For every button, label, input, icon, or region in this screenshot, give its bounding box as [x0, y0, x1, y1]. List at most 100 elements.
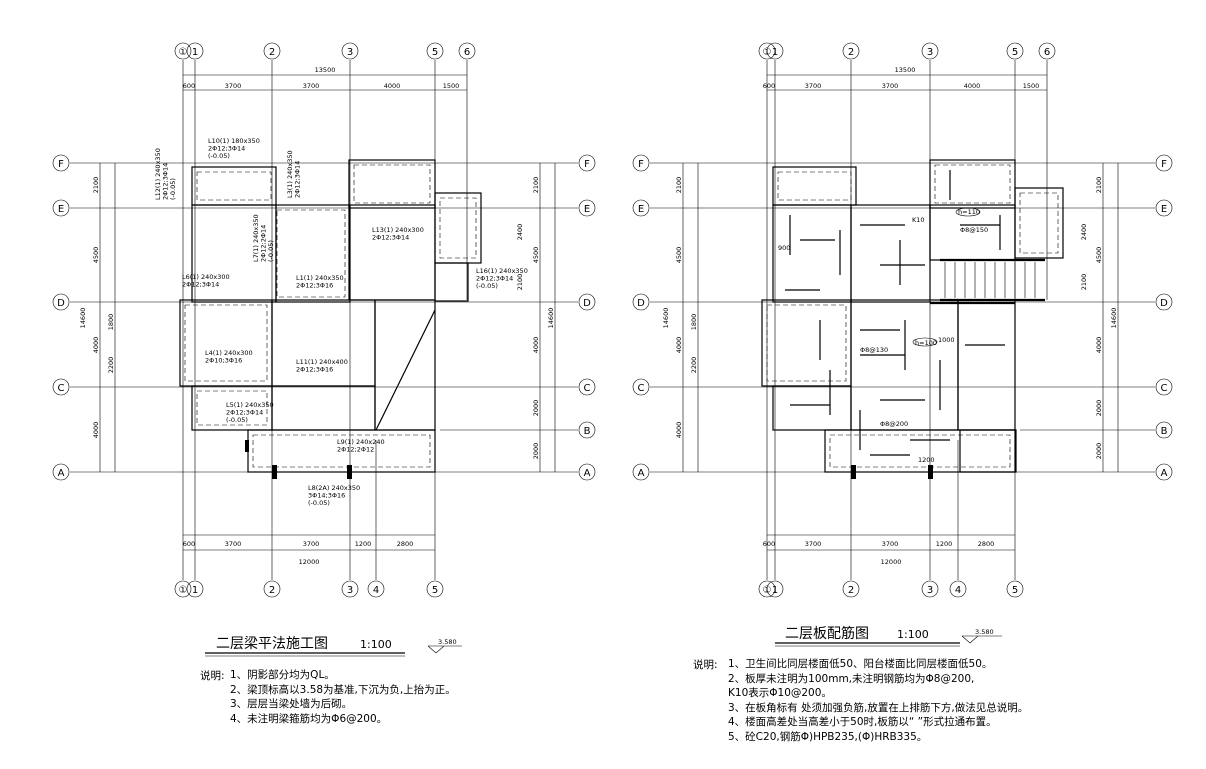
notes-right: 1、卫生间比同层楼面低50、阳台楼面比同层楼面低50。 2、板厚未注明为100m… [728, 657, 1028, 744]
axis-label: 1 [772, 47, 778, 58]
dim-text: 600 [183, 540, 195, 548]
dim-text: 2800 [978, 540, 995, 548]
slab-label: h=110 [958, 208, 980, 216]
dim-text: 2100 [92, 177, 100, 194]
slab-label: Φ8@200 [880, 420, 908, 428]
dim-text: 1200 [355, 540, 372, 548]
dim-text: 3700 [882, 540, 899, 548]
dim-total: 14600 [1110, 308, 1118, 329]
dim-text: 4000 [92, 422, 100, 439]
dim-text: 2100 [1095, 177, 1103, 194]
svg-text:①: ① [179, 47, 188, 58]
dim-text: 4500 [532, 247, 540, 264]
dim-total: 12000 [881, 558, 902, 566]
axis-label: D [57, 298, 65, 309]
dim-text: 2100 [532, 177, 540, 194]
beam-plan-left: ① 1 2 3 5 6 ① 1 2 3 4 5 F E D C A F E D … [52, 42, 596, 657]
dim-text: 4000 [532, 337, 540, 354]
dim-text: 2100 [675, 177, 683, 194]
dim-text: 2400 [516, 224, 524, 241]
dim-text: 600 [763, 82, 775, 90]
dim-text: 4000 [1095, 337, 1103, 354]
drawing-title: 二层板配筋图 [785, 625, 869, 642]
slab-label: 1200 [918, 456, 935, 464]
axis-label: C [638, 383, 645, 394]
dim-text: 2000 [532, 443, 540, 460]
axis-label: 2 [848, 585, 854, 596]
axis-label: 6 [464, 47, 470, 58]
axis-label: E [638, 204, 644, 215]
axis-label: 1 [192, 47, 198, 58]
note-line: 3、在板角标有 处须加强负筋,放置在上排筋下方,做法见总说明。 [728, 701, 1029, 714]
elevation-mark: 3.580 [975, 628, 994, 636]
dim-text: 1500 [443, 82, 460, 90]
slab-label: K10 [912, 216, 925, 224]
axis-label: F [638, 159, 644, 170]
dim-text: 2100 [1080, 274, 1088, 291]
axis-label: 2 [848, 47, 854, 58]
dim-text: 3700 [805, 540, 822, 548]
dim-total: 12000 [299, 558, 320, 566]
axis-label: 5 [432, 47, 438, 58]
axis-label: 3 [347, 585, 353, 596]
axis-label: A [584, 468, 591, 479]
axis-label: 6 [1044, 47, 1050, 58]
axis-label: D [1160, 298, 1168, 309]
axis-label: 2 [269, 47, 275, 58]
axis-label: D [583, 298, 591, 309]
axis-label: A [58, 468, 65, 479]
dim-text: 4500 [1095, 247, 1103, 264]
note-line: K10表示Φ10@200。 [728, 687, 832, 699]
svg-text:①: ① [179, 585, 188, 596]
dim-text: 1500 [1023, 82, 1040, 90]
axis-label: 1 [772, 585, 778, 596]
note-line: 4、楼面高差处当高差小于50时,板筋以“ ”形式拉通布置。 [728, 716, 997, 728]
slab-label: 1000 [938, 336, 955, 344]
note-line: 5、砼C20,钢筋Φ)HPB235,(Φ)HRB335。 [728, 730, 928, 743]
note-line: 4、未注明梁箍筋均为Φ6@200。 [230, 712, 388, 725]
axis-label: A [638, 468, 645, 479]
dim-text: 2000 [1095, 443, 1103, 460]
dim-total: 13500 [315, 66, 336, 74]
axis-label: 3 [347, 47, 353, 58]
dim-text: 600 [763, 540, 775, 548]
dim-text: 2200 [107, 357, 115, 374]
slab-label: h=100 [915, 339, 937, 347]
dim-text: 2400 [1080, 224, 1088, 241]
dim-text: 1800 [690, 314, 698, 331]
axis-label: F [1161, 159, 1167, 170]
elevation-mark: 3.580 [438, 638, 457, 646]
drawing-title: 二层梁平法施工图 [216, 636, 328, 652]
notes-label-left: 说明: [200, 670, 225, 682]
axis-label: 2 [269, 585, 275, 596]
dim-text: 4000 [92, 337, 100, 354]
dim-text: 3700 [805, 82, 822, 90]
svg-text:①: ① [763, 47, 772, 58]
note-line: 2、板厚未注明为100mm,未注明钢筋均为Φ8@200, [728, 672, 975, 685]
dim-text: 3700 [225, 540, 242, 548]
axis-label: 4 [955, 585, 961, 596]
axis-label: E [1161, 204, 1167, 215]
dim-text: 2200 [690, 357, 698, 374]
dim-text: 2100 [516, 274, 524, 291]
axis-label: 3 [927, 585, 933, 596]
slab-label: 900 [778, 244, 790, 252]
dim-text: 3700 [303, 82, 320, 90]
slab-label: Φ8@130 [860, 346, 888, 354]
axis-label: 5 [1012, 585, 1018, 596]
dim-total: 13500 [895, 66, 916, 74]
beam-label: L3(1) 240x3502Φ12;3Φ14 [286, 150, 302, 198]
note-line: 2、梁顶标高以3.58为基准,下沉为负,上抬为正。 [230, 683, 456, 696]
dim-text: 4000 [675, 422, 683, 439]
note-line: 1、卫生间比同层楼面低50、阳台楼面比同层楼面低50。 [728, 658, 993, 670]
dim-text: 4500 [675, 247, 683, 264]
